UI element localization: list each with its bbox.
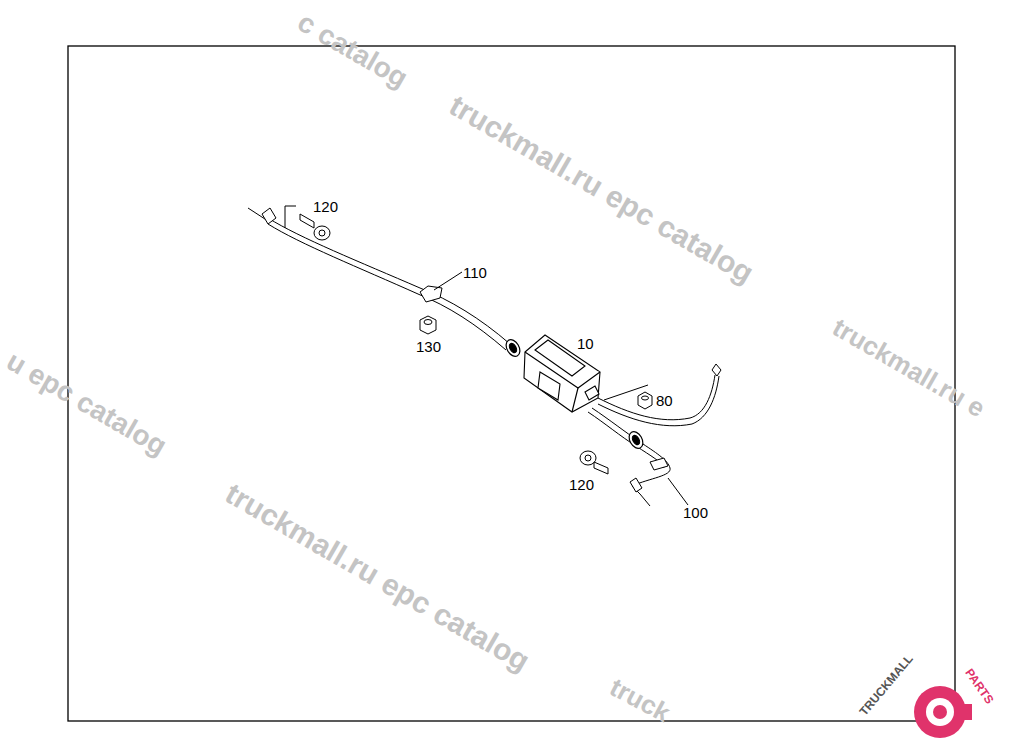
callout-number: 100 (683, 505, 708, 520)
cable-80 (598, 364, 721, 426)
watermark: truckmall.ru e (829, 314, 990, 422)
callout-number: 120 (569, 477, 594, 492)
logo-gear (914, 686, 972, 738)
watermark: truck (606, 674, 674, 727)
grommet-right (626, 429, 645, 451)
frame (68, 46, 955, 721)
watermark: truckmall.ru epc catalog (445, 90, 759, 289)
watermark: c catalog (293, 8, 412, 93)
logo-text: PARTS (963, 667, 996, 706)
callout-number: 120 (313, 199, 338, 214)
grommet-left (503, 337, 522, 359)
bolt-120-top (300, 214, 330, 240)
nut-80 (638, 392, 652, 409)
cable-110 (248, 206, 510, 350)
cable-100 (588, 408, 688, 506)
leader-line (434, 272, 462, 290)
watermark: u epc catalog (2, 347, 171, 461)
logo-text: TRUCKMALL (857, 652, 915, 717)
watermark: truckmall.ru epc catalog (221, 478, 535, 677)
callout-number: 80 (656, 393, 673, 408)
callout-number: 10 (577, 336, 594, 351)
nut-130 (420, 316, 436, 334)
callout-number: 110 (463, 265, 487, 280)
bolt-120-bottom (580, 451, 608, 474)
callout-number: 130 (416, 339, 441, 354)
actuator-module-10 (524, 335, 600, 412)
